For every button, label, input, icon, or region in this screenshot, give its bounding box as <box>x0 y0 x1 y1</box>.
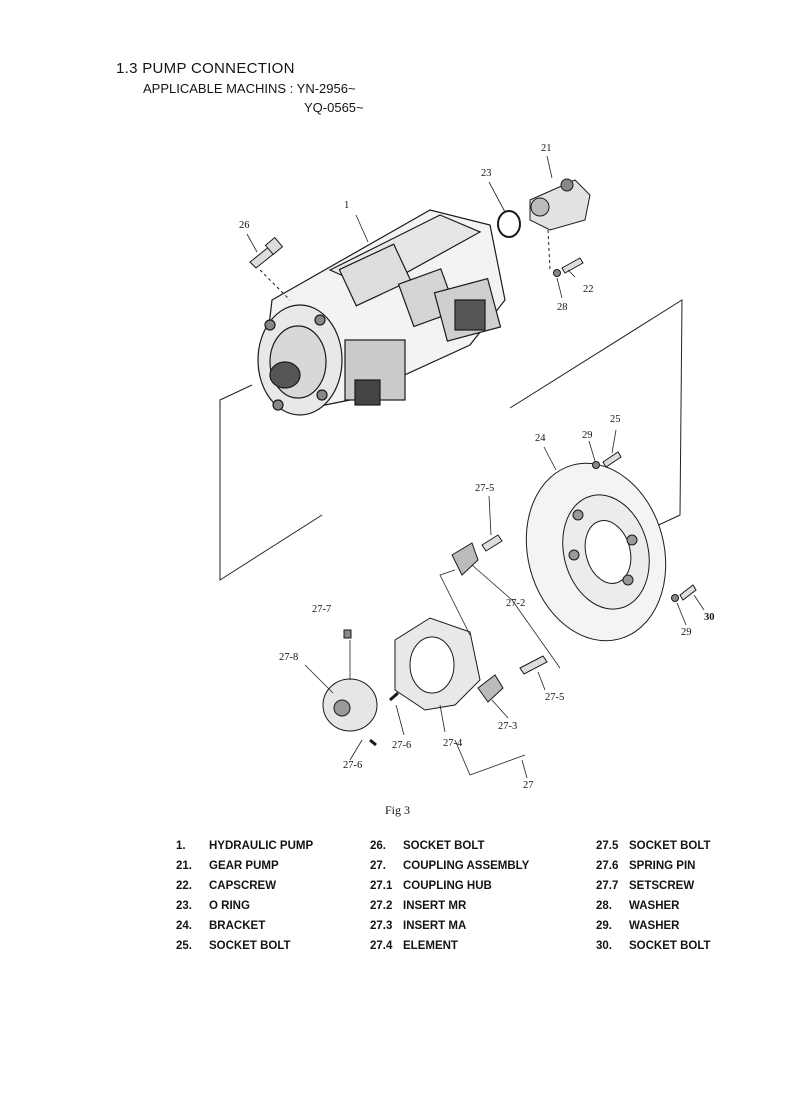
socket-bolt-25 <box>602 451 622 468</box>
callout-27-5a: 27-5 <box>475 483 495 494</box>
socket-bolt-30 <box>679 584 697 601</box>
callout-29a: 29 <box>582 430 593 441</box>
callout-23: 23 <box>481 168 492 179</box>
coupling-hub <box>322 678 378 732</box>
legend-column-1: 1.HYDRAULIC PUMP 21.GEAR PUMP 22.CAPSCRE… <box>176 840 313 960</box>
legend-item: 28.WASHER <box>596 900 680 912</box>
legend-item: 27.COUPLING ASSEMBLY <box>370 860 530 872</box>
callout-24: 24 <box>535 433 546 444</box>
hydraulic-pump <box>257 209 506 416</box>
callout-30: 30 <box>704 612 715 623</box>
callout-27-5b: 27-5 <box>545 692 565 703</box>
callout-21: 21 <box>541 143 552 154</box>
element <box>394 617 481 711</box>
callout-27-3: 27-3 <box>498 721 518 732</box>
bracket <box>525 462 667 642</box>
socket-bolt-27-5a <box>481 534 503 552</box>
insert-mr <box>451 542 479 576</box>
capscrew-22 <box>561 257 584 274</box>
washer-28 <box>553 269 561 277</box>
legend-item: 22.CAPSCREW <box>176 880 277 892</box>
callout-27-6a: 27-6 <box>392 740 412 751</box>
callout-27-8: 27-8 <box>279 652 299 663</box>
callout-26: 26 <box>239 220 250 231</box>
applicable-machines: APPLICABLE MACHINS : YN-2956~ <box>143 81 356 96</box>
callout-28: 28 <box>557 302 568 313</box>
insert-ma <box>477 674 504 703</box>
legend-item: 26.SOCKET BOLT <box>370 840 485 852</box>
washer-29a <box>592 461 600 469</box>
legend-item: 29.WASHER <box>596 920 680 932</box>
spring-pin-b <box>369 738 377 747</box>
socket-bolt-27-5b <box>519 655 548 675</box>
legend-item: 23.O RING <box>176 900 250 912</box>
callout-27-6b: 27-6 <box>343 760 363 771</box>
washer-29b <box>671 594 679 602</box>
callout-27-7: 27-7 <box>312 604 332 615</box>
spring-pin-a <box>389 691 399 702</box>
figure-caption: Fig 3 <box>385 803 411 817</box>
legend-item: 24.BRACKET <box>176 920 266 932</box>
callout-27: 27 <box>523 780 534 791</box>
socket-bolt-26 <box>249 236 284 269</box>
legend-item: 30.SOCKET BOLT <box>596 940 711 952</box>
callout-27-4: 27-4 <box>443 738 463 749</box>
callout-22: 22 <box>583 284 594 295</box>
legend-item: 21.GEAR PUMP <box>176 860 279 872</box>
callout-1: 1 <box>344 200 350 211</box>
gear-pump <box>529 178 591 231</box>
legend-column-2: 26.SOCKET BOLT 27.COUPLING ASSEMBLY 27.1… <box>370 840 529 960</box>
applicable-machines-2: YQ-0565~ <box>304 100 364 115</box>
section-title: 1.3 PUMP CONNECTION <box>116 60 295 77</box>
callout-25: 25 <box>610 414 621 425</box>
callout-27-2: 27-2 <box>506 598 526 609</box>
callout-29b: 29 <box>681 627 692 638</box>
legend-item: 1.HYDRAULIC PUMP <box>176 840 314 852</box>
setscrew <box>343 629 352 639</box>
legend-item: 25.SOCKET BOLT <box>176 940 291 952</box>
o-ring <box>497 210 521 238</box>
